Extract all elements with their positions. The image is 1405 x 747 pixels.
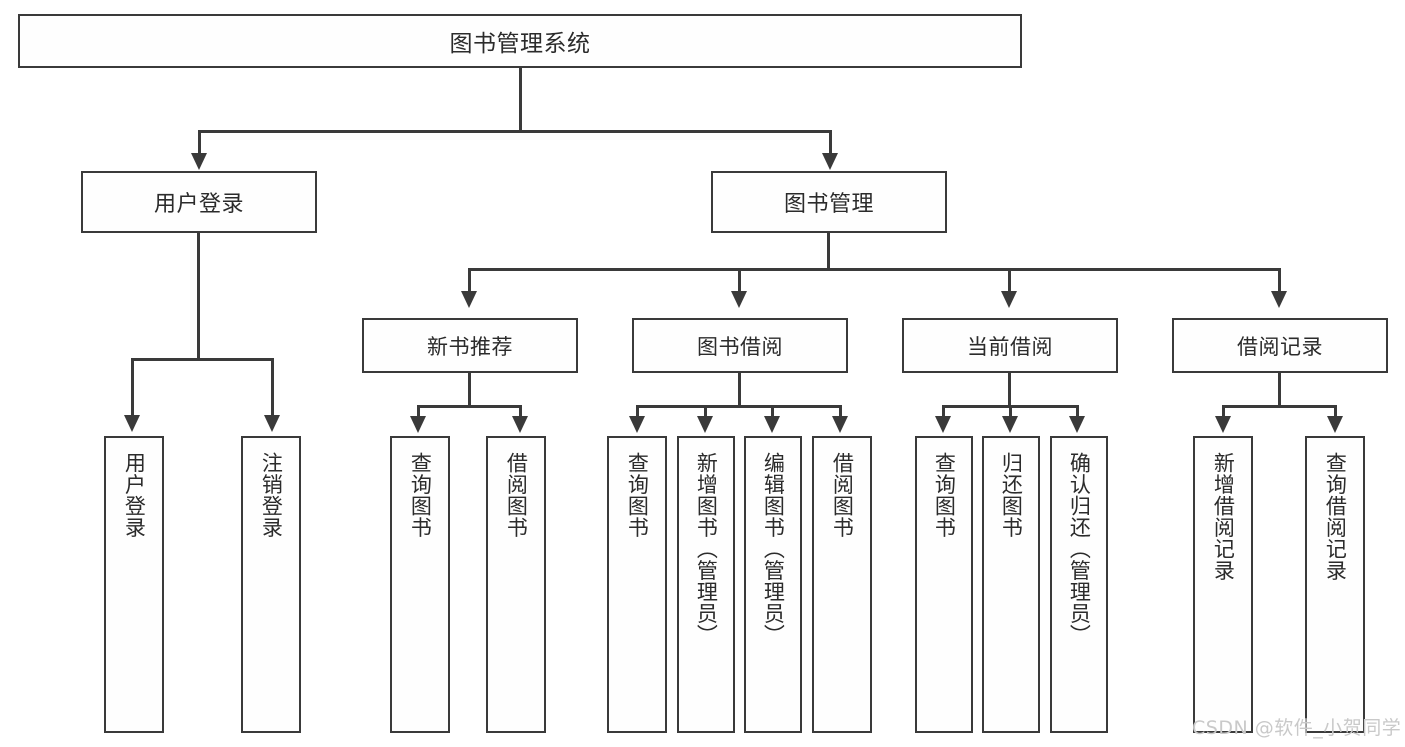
node-label: 图书管理系统	[449, 31, 591, 57]
node-label: 当前借阅	[967, 334, 1053, 359]
edge-new-book-recommend-bus	[417, 405, 522, 408]
arrow-to-leaf-query-book-2	[629, 416, 645, 433]
leaf-logout[interactable]: 注销登录	[241, 436, 301, 733]
node-label: 查询图书	[932, 452, 957, 538]
edge-root-bus	[198, 130, 832, 133]
arrow-to-leaf-edit-book	[764, 416, 780, 433]
leaf-confirm-return[interactable]: 确认归还（管理员）	[1050, 436, 1108, 733]
node-label: 归还图书	[999, 452, 1024, 538]
node-label: 确认归还（管理员）	[1067, 452, 1092, 646]
edge-current-borrow-drop	[1008, 373, 1011, 408]
arrow-to-current-borrow	[1001, 291, 1017, 308]
edge-to-leaf-confirm-return	[1076, 405, 1079, 419]
arrow-to-leaf-confirm-return	[1069, 416, 1085, 433]
arrow-to-book-borrow	[731, 291, 747, 308]
edge-root-drop	[519, 68, 522, 132]
node-label: 用户登录	[122, 452, 147, 538]
leaf-add-book[interactable]: 新增图书（管理员）	[677, 436, 735, 733]
edge-user-login-drop	[197, 233, 200, 361]
arrow-to-new-book-recommend	[461, 291, 477, 308]
node-label: 编辑图书（管理员）	[761, 452, 786, 646]
node-label: 新书推荐	[427, 334, 513, 359]
edge-book-management-bus	[468, 268, 1281, 271]
node-label: 借阅记录	[1237, 334, 1323, 359]
edge-root-to-user-login	[198, 130, 201, 156]
edge-to-current-borrow	[1008, 268, 1011, 294]
edge-to-leaf-user-login	[131, 358, 134, 418]
leaf-query-book-3[interactable]: 查询图书	[915, 436, 973, 733]
arrow-to-leaf-borrow-book-1	[512, 416, 528, 433]
leaf-borrow-book-1[interactable]: 借阅图书	[486, 436, 546, 733]
arrow-to-user-login	[191, 153, 207, 170]
leaf-query-book-2[interactable]: 查询图书	[607, 436, 667, 733]
edge-to-leaf-return-book	[1009, 405, 1012, 419]
node-label: 用户登录	[153, 192, 244, 217]
edge-to-new-book-recommend	[468, 268, 471, 294]
node-label: 新增图书（管理员）	[694, 452, 719, 646]
node-label: 借阅图书	[504, 452, 529, 538]
edge-to-leaf-query-book-2	[636, 405, 639, 419]
leaf-return-book[interactable]: 归还图书	[982, 436, 1040, 733]
arrow-to-leaf-borrow-book-2	[832, 416, 848, 433]
node-label: 图书管理	[783, 192, 874, 217]
node-book-management[interactable]: 图书管理	[711, 171, 947, 233]
edge-to-book-borrow	[738, 268, 741, 294]
edge-root-to-book-management	[829, 130, 832, 156]
csdn-watermark: CSDN @软件_小贺同学	[1192, 717, 1402, 739]
arrow-to-leaf-return-book	[1002, 416, 1018, 433]
node-label: 查询借阅记录	[1323, 452, 1348, 581]
leaf-query-book-1[interactable]: 查询图书	[390, 436, 450, 733]
arrow-to-leaf-logout	[264, 415, 280, 432]
arrow-to-leaf-add-record	[1215, 416, 1231, 433]
node-new-book-recommend[interactable]: 新书推荐	[362, 318, 578, 373]
node-root-book-management-system[interactable]: 图书管理系统	[18, 14, 1022, 68]
arrow-to-leaf-query-record	[1327, 416, 1343, 433]
edge-to-leaf-borrow-book-1	[519, 405, 522, 419]
edge-to-leaf-add-book	[704, 405, 707, 419]
node-label: 注销登录	[259, 452, 284, 538]
edge-user-login-bus	[131, 358, 274, 361]
edge-to-leaf-logout	[271, 358, 274, 418]
edge-to-borrow-record	[1278, 268, 1281, 294]
leaf-add-record[interactable]: 新增借阅记录	[1193, 436, 1253, 733]
arrow-to-book-management	[822, 153, 838, 170]
node-label: 查询图书	[408, 452, 433, 538]
edge-to-leaf-query-record	[1334, 405, 1337, 419]
node-user-login[interactable]: 用户登录	[81, 171, 317, 233]
edge-to-leaf-edit-book	[771, 405, 774, 419]
leaf-edit-book[interactable]: 编辑图书（管理员）	[744, 436, 802, 733]
leaf-user-login[interactable]: 用户登录	[104, 436, 164, 733]
arrow-to-leaf-query-book-3	[935, 416, 951, 433]
arrow-to-leaf-add-book	[697, 416, 713, 433]
arrow-to-borrow-record	[1271, 291, 1287, 308]
node-current-borrow[interactable]: 当前借阅	[902, 318, 1118, 373]
edge-book-management-drop	[827, 233, 830, 271]
node-book-borrow[interactable]: 图书借阅	[632, 318, 848, 373]
leaf-borrow-book-2[interactable]: 借阅图书	[812, 436, 872, 733]
edge-to-leaf-borrow-book-2	[839, 405, 842, 419]
node-label: 查询图书	[625, 452, 650, 538]
edge-book-borrow-drop	[738, 373, 741, 408]
leaf-query-record[interactable]: 查询借阅记录	[1305, 436, 1365, 733]
edge-to-leaf-query-book-1	[417, 405, 420, 419]
edge-to-leaf-query-book-3	[942, 405, 945, 419]
node-label: 借阅图书	[830, 452, 855, 538]
arrow-to-leaf-user-login	[124, 415, 140, 432]
arrow-to-leaf-query-book-1	[410, 416, 426, 433]
node-label: 图书借阅	[697, 334, 783, 359]
node-label: 新增借阅记录	[1211, 452, 1236, 581]
edge-new-book-recommend-drop	[468, 373, 471, 408]
edge-borrow-record-bus	[1222, 405, 1337, 408]
edge-book-borrow-bus	[636, 405, 842, 408]
edge-borrow-record-drop	[1278, 373, 1281, 408]
node-borrow-record[interactable]: 借阅记录	[1172, 318, 1388, 373]
edge-to-leaf-add-record	[1222, 405, 1225, 419]
